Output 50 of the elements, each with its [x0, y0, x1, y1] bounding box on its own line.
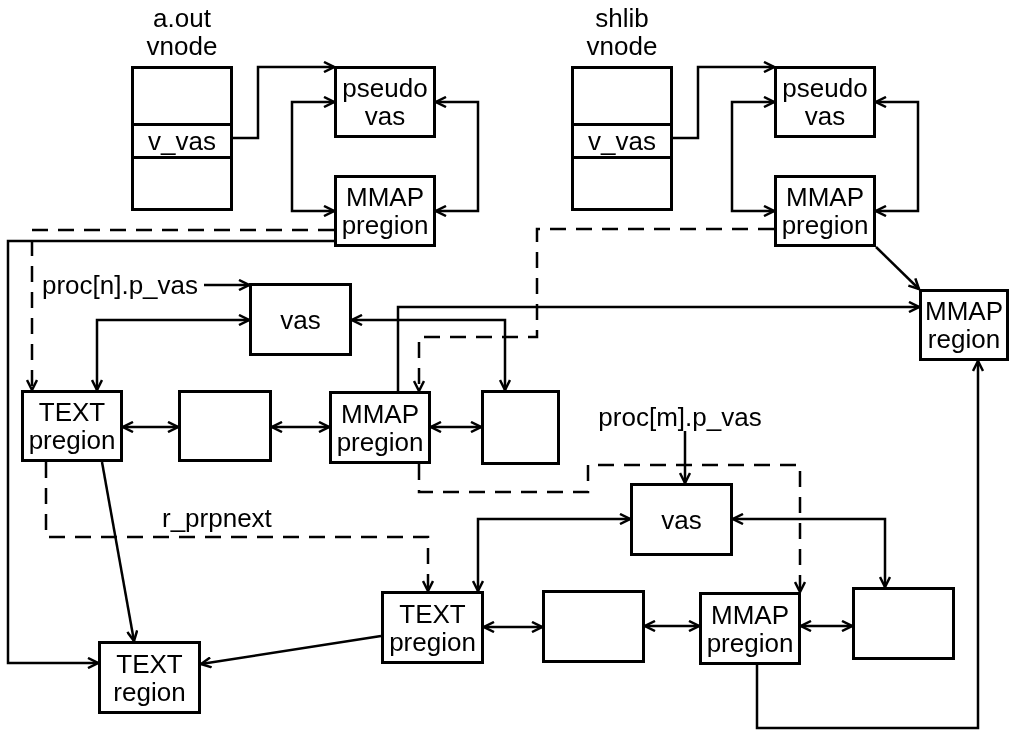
arrow: [730, 95, 776, 218]
arrow: [429, 420, 483, 434]
struct-box: TEXT region: [98, 641, 201, 714]
arrow: [482, 620, 544, 634]
arrow: [199, 634, 382, 669]
arrow: [121, 420, 180, 434]
arrow: [290, 95, 336, 218]
struct-box: TEXT pregion: [21, 390, 123, 462]
dashed-arrow: [412, 227, 774, 393]
struct-box: pseudo vas: [774, 66, 876, 138]
struct-box: MMAP pregion: [774, 175, 876, 247]
struct-box: vas: [630, 483, 733, 556]
arrow: [799, 619, 854, 633]
table-field: v_vas: [571, 123, 673, 159]
arrow: [755, 359, 985, 730]
struct-box: MMAP pregion: [329, 391, 431, 464]
dashed-arrow: [417, 463, 807, 594]
arrow: [6, 239, 334, 670]
struct-box: MMAP pregion: [699, 592, 801, 665]
arrow: [350, 313, 512, 392]
arrow: [673, 60, 776, 140]
arrow: [678, 431, 692, 485]
arrow: [204, 278, 251, 292]
pointer-label: proc[m].p_vas: [592, 403, 768, 431]
arrow: [396, 300, 921, 391]
arrow: [643, 619, 701, 633]
arrow: [100, 461, 139, 643]
arrow: [874, 95, 920, 218]
arrow: [90, 313, 251, 392]
dashed-arrow: [44, 462, 435, 593]
arrow: [233, 60, 336, 140]
dashed-arrow: [25, 228, 334, 392]
pointer-label: proc[n].p_vas: [36, 271, 204, 299]
arrow: [434, 95, 480, 218]
arrow: [731, 512, 892, 589]
empty-struct-box: [178, 390, 272, 462]
struct-box: TEXT pregion: [381, 591, 484, 664]
struct-box: vas: [249, 283, 352, 356]
struct-box: MMAP pregion: [334, 175, 436, 247]
vnode-label: shlib vnode: [585, 4, 659, 60]
empty-struct-box: [481, 390, 560, 465]
arrow: [875, 246, 921, 291]
struct-box: pseudo vas: [334, 66, 436, 138]
struct-box: MMAP region: [919, 289, 1009, 361]
table-field: v_vas: [131, 123, 233, 159]
vnode-label: a.out vnode: [145, 4, 219, 60]
empty-struct-box: [542, 590, 645, 663]
arrow: [270, 420, 331, 434]
empty-struct-box: [852, 587, 955, 660]
arrow: [471, 512, 632, 593]
